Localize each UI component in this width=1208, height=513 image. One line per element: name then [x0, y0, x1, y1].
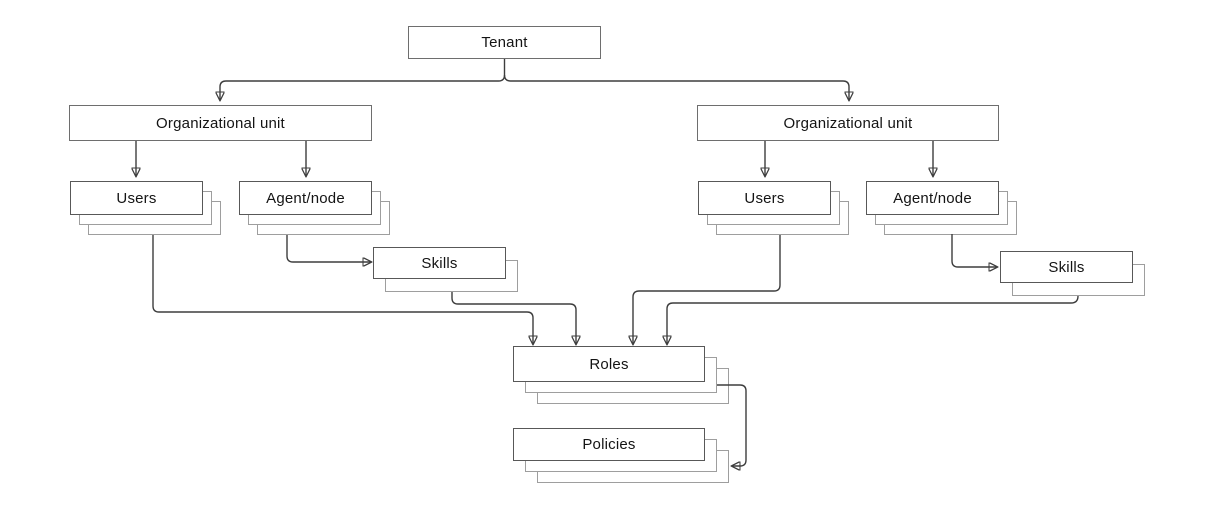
edge-users-right-roles	[633, 235, 781, 344]
node-org-unit-left-label: Organizational unit	[156, 114, 285, 132]
edge-agent-node-left-skills-left	[286, 235, 371, 262]
node-roles[interactable]: Roles	[513, 346, 729, 404]
node-agent-node-right-label: Agent/node	[893, 189, 972, 207]
node-skills-right-label: Skills	[1048, 258, 1085, 276]
node-agent-node-right[interactable]: Agent/node	[866, 181, 1017, 235]
edge-skills-right-roles	[667, 295, 1079, 344]
edge-tenant-org-unit-left	[220, 59, 506, 100]
node-users-left[interactable]: Users	[70, 181, 221, 235]
node-users-right-label: Users	[744, 189, 785, 207]
node-users-right[interactable]: Users	[698, 181, 849, 235]
node-tenant-label: Tenant	[481, 34, 528, 51]
node-policies-label: Policies	[582, 436, 636, 453]
node-policies[interactable]: Policies	[513, 428, 729, 483]
node-org-unit-left[interactable]: Organizational unit	[69, 105, 372, 141]
node-skills-right[interactable]: Skills	[1000, 251, 1145, 296]
node-roles-label: Roles	[589, 355, 629, 373]
node-agent-node-left[interactable]: Agent/node	[239, 181, 390, 235]
node-org-unit-right[interactable]: Organizational unit	[697, 105, 999, 141]
edge-tenant-org-unit-right	[503, 74, 850, 100]
node-skills-left[interactable]: Skills	[373, 247, 518, 292]
node-agent-node-left-label: Agent/node	[266, 189, 345, 207]
node-users-left-label: Users	[116, 189, 157, 207]
edge-agent-node-right-skills-right	[951, 234, 997, 267]
node-org-unit-right-label: Organizational unit	[783, 114, 913, 132]
edge-skills-left-roles	[451, 292, 576, 344]
node-tenant[interactable]: Tenant	[408, 26, 601, 59]
node-skills-left-label: Skills	[421, 254, 458, 272]
